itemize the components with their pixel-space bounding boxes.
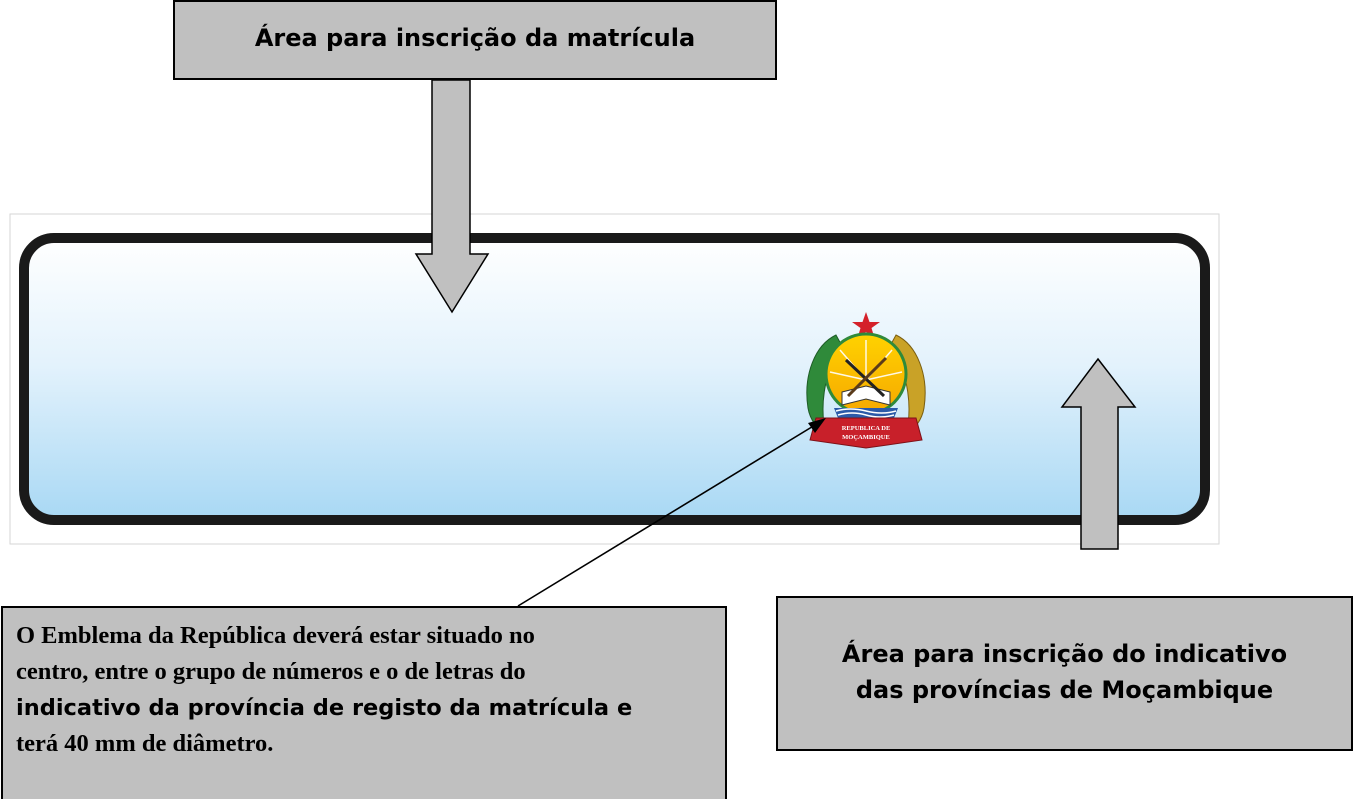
license-plate: [19, 233, 1210, 525]
red-star-icon: [852, 312, 880, 338]
emblem-description-label: O Emblema da República deverá estar situ…: [1, 606, 727, 799]
province-indicator-line2: das províncias de Moçambique: [855, 676, 1274, 704]
registration-area-text: Área para inscrição da matrícula: [254, 24, 696, 52]
registration-area-label: Área para inscrição da matrícula: [173, 0, 777, 80]
pointer-line: [517, 421, 821, 607]
emblem-description-line2: centro, entre o grupo de números e o de …: [16, 658, 526, 685]
emblem-text-line1: REPUBLICA DE: [842, 425, 891, 432]
republic-emblem: REPUBLICA DE MOÇAMBIQUE: [806, 312, 926, 449]
emblem-description-line3: indicativo da província de registo da ma…: [16, 695, 633, 721]
province-indicator-label: Área para inscrição do indicativo das pr…: [776, 596, 1353, 751]
ribbon: [809, 417, 923, 449]
emblem-text-line2: MOÇAMBIQUE: [842, 434, 890, 441]
up-arrow: [1060, 357, 1137, 550]
emblem-description-line4: terá 40 mm de diâmetro.: [16, 730, 274, 757]
emblem-description-line1: O Emblema da República deverá estar situ…: [16, 622, 535, 649]
down-arrow: [414, 79, 490, 314]
pointer-arrowhead: [808, 418, 826, 433]
province-indicator-line1: Área para inscrição do indicativo: [841, 640, 1288, 668]
